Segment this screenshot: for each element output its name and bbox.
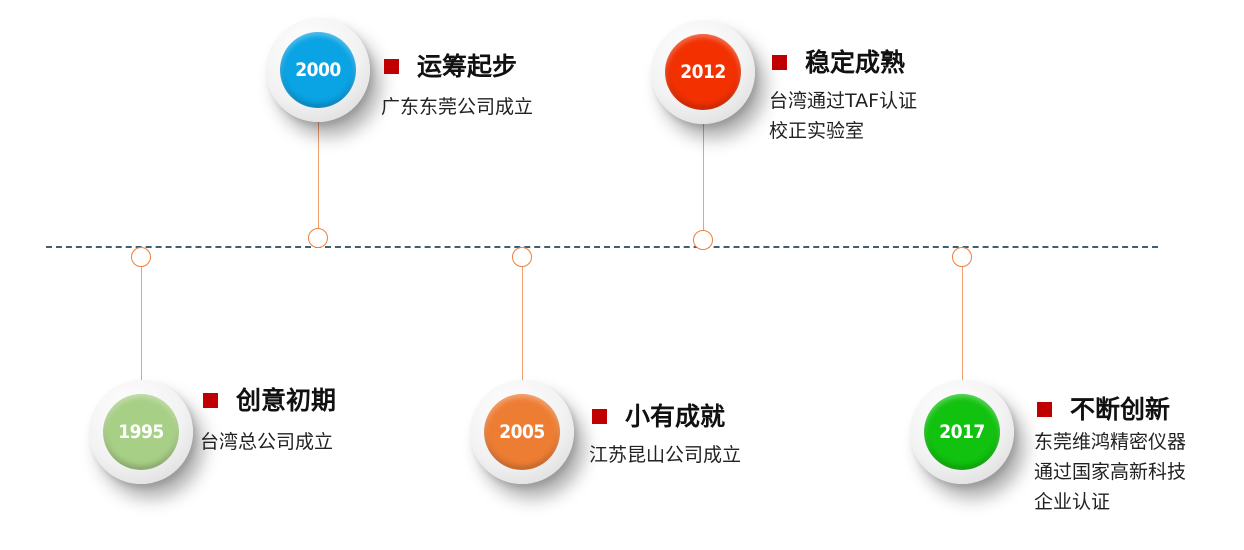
- milestone-description: 广东东莞公司成立: [381, 92, 533, 122]
- milestone-title: 稳定成熟: [805, 48, 906, 77]
- year-disc: 2012: [665, 34, 741, 110]
- connector-line: [141, 267, 142, 380]
- title-marker: [1037, 402, 1052, 417]
- milestone-title: 运筹起步: [417, 52, 518, 81]
- year-medal: 2000: [266, 18, 370, 122]
- title-marker: [384, 59, 399, 74]
- year-label: 2017: [939, 421, 985, 443]
- milestone-title: 创意初期: [236, 386, 337, 415]
- connector-line: [318, 122, 319, 228]
- timeline-node-dot: [512, 247, 532, 267]
- description-line: 台湾总公司成立: [200, 431, 334, 453]
- description-line: 江苏昆山公司成立: [589, 444, 742, 466]
- year-disc: 2017: [924, 394, 1000, 470]
- year-disc: 2000: [280, 32, 356, 108]
- milestone-description: 东莞维鸿精密仪器通过国家高新科技企业认证: [1034, 427, 1186, 517]
- year-medal: 2005: [470, 380, 574, 484]
- description-line: 台湾通过TAF认证: [769, 90, 918, 112]
- connector-line: [962, 267, 963, 380]
- title-marker: [772, 55, 787, 70]
- description-line: 企业认证: [1034, 491, 1111, 513]
- milestone-description: 台湾通过TAF认证校正实验室: [769, 86, 917, 146]
- year-disc: 2005: [484, 394, 560, 470]
- timeline-node-dot: [131, 247, 151, 267]
- title-marker: [203, 393, 218, 408]
- description-line: 东莞维鸿精密仪器: [1034, 431, 1187, 453]
- title-marker: [592, 409, 607, 424]
- timeline-node-dot: [693, 230, 713, 250]
- description-line: 广东东莞公司成立: [381, 96, 534, 118]
- year-label: 1995: [118, 421, 164, 443]
- year-medal: 2012: [651, 20, 755, 124]
- timeline-node-dot: [952, 247, 972, 267]
- connector-line: [522, 267, 523, 380]
- milestone-description: 台湾总公司成立: [200, 427, 333, 457]
- year-label: 2005: [499, 421, 545, 443]
- year-medal: 1995: [89, 380, 193, 484]
- milestone-title: 不断创新: [1070, 395, 1171, 424]
- timeline-node-dot: [308, 228, 328, 248]
- milestone-description: 江苏昆山公司成立: [589, 440, 741, 470]
- description-line: 通过国家高新科技: [1034, 461, 1187, 483]
- year-label: 2000: [295, 59, 341, 81]
- year-label: 2012: [680, 61, 726, 83]
- description-line: 校正实验室: [769, 120, 865, 142]
- year-disc: 1995: [103, 394, 179, 470]
- timeline-axis: [46, 246, 1158, 248]
- milestone-title: 小有成就: [625, 402, 726, 431]
- year-medal: 2017: [910, 380, 1014, 484]
- connector-line: [703, 124, 704, 230]
